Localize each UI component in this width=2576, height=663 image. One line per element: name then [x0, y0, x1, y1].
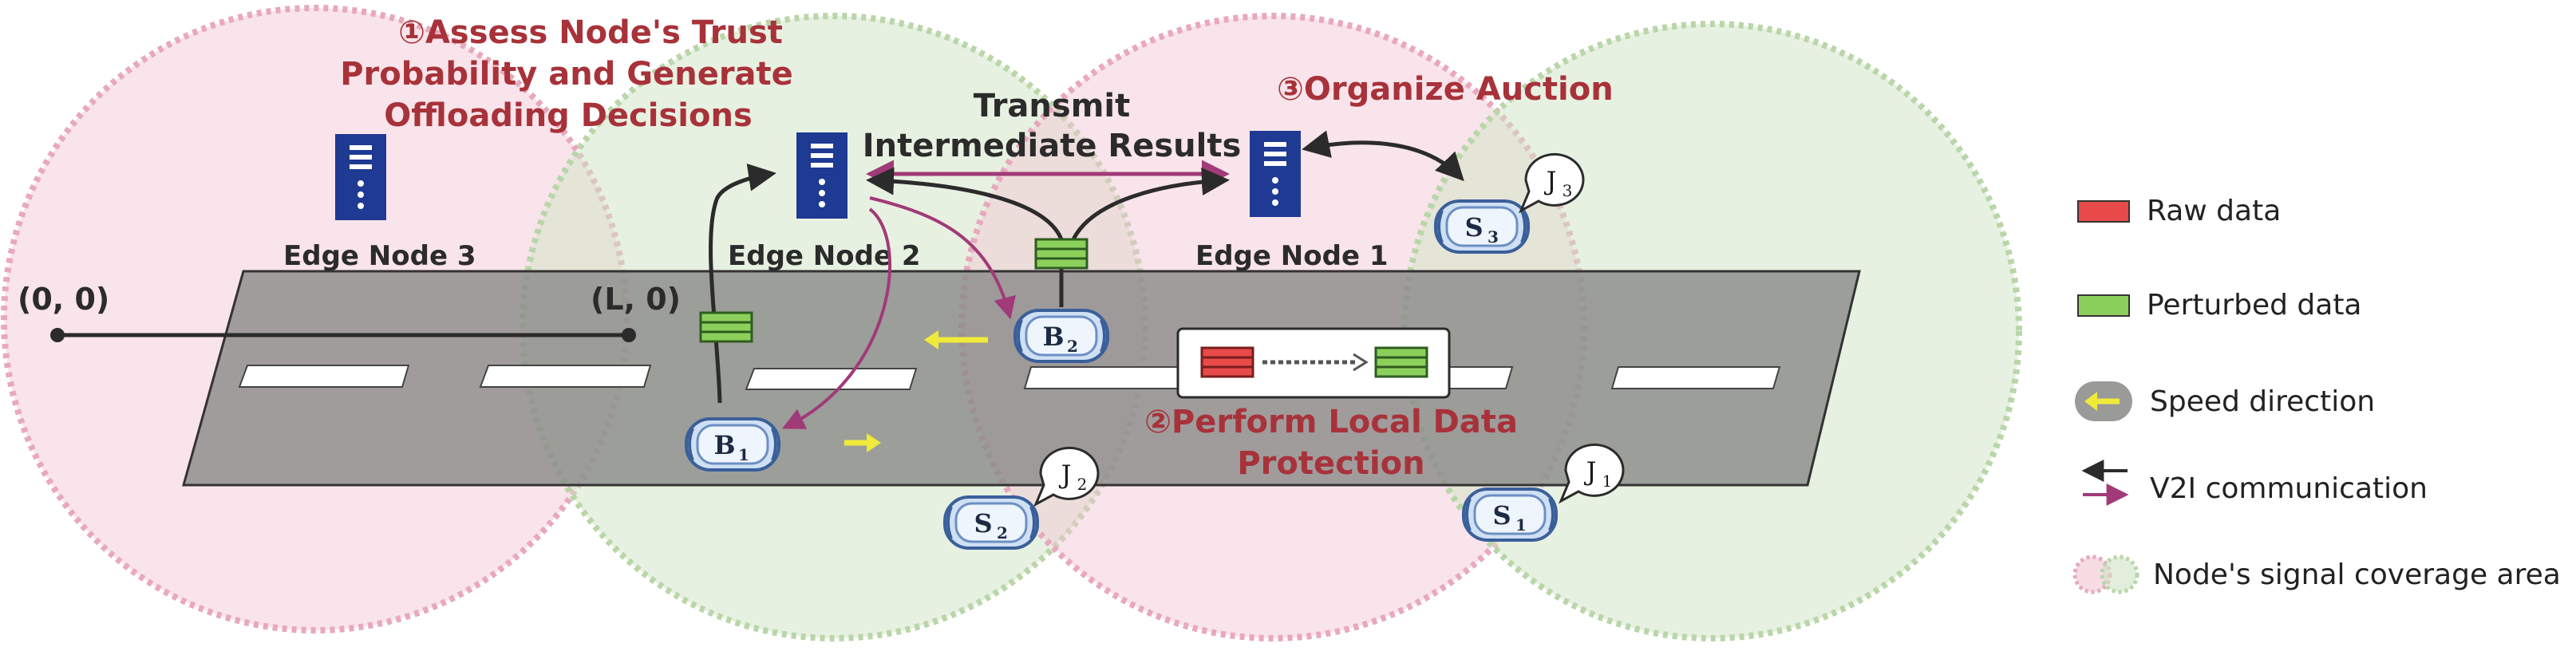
- perturbed-packet-b2: [1034, 238, 1088, 270]
- jammer-j1-label: J: [1584, 456, 1597, 487]
- perturbed-packet-local: [1374, 346, 1428, 378]
- vehicle-b2: B 2: [1013, 309, 1109, 363]
- speed-arrows: [844, 330, 988, 452]
- local-protection-box: [1176, 327, 1451, 399]
- vehicle-s1-index: 1: [1515, 515, 1527, 535]
- node2-to-b2-arrow: [869, 196, 1016, 320]
- b2-to-node2-arrow: [866, 167, 1064, 241]
- lane-marking: [1610, 366, 1781, 389]
- edge-node-3-label: Edge Node 3: [283, 240, 476, 272]
- server-icon: [796, 132, 847, 219]
- end-label: (L, 0): [591, 282, 681, 317]
- vehicle-b1-index: 1: [738, 445, 749, 464]
- legend: Raw data Perturbed data Speed direction …: [2072, 195, 2561, 594]
- lane-marking: [1023, 366, 1195, 389]
- server-icon: [335, 134, 386, 220]
- lane-marking: [238, 365, 410, 388]
- conversion-arrow-head: [1353, 353, 1369, 372]
- vehicle-s1: S 1: [1462, 487, 1558, 542]
- legend-perturbed-label: Perturbed data: [2147, 289, 2362, 322]
- vehicle-s3-label: S: [1464, 212, 1483, 243]
- edge-node-1-label: Edge Node 1: [1195, 240, 1389, 272]
- edge-node-3: Edge Node 3: [283, 134, 476, 272]
- jammer-j3-index: 3: [1563, 181, 1573, 200]
- legend-coverage-green: [2100, 554, 2139, 594]
- legend-perturbed-swatch: [2077, 294, 2130, 317]
- vehicle-s2: S 2: [943, 495, 1039, 550]
- vehicle-b1-label: B: [713, 430, 735, 460]
- coordinate-axis: (0, 0) (L, 0): [18, 282, 681, 342]
- jammer-j1-index: 1: [1602, 472, 1613, 491]
- speech-bubble-icon: [1033, 446, 1100, 507]
- communication-arrows: [709, 130, 1464, 429]
- vehicle-s2-index: 2: [997, 523, 1008, 543]
- jammer-j3: J 3: [1518, 152, 1585, 214]
- transmit-line-1: Transmit: [974, 88, 1130, 124]
- origin-label: (0, 0): [18, 282, 109, 317]
- vehicle-b2-label: B: [1042, 322, 1064, 352]
- legend-raw: Raw data: [2077, 195, 2281, 227]
- legend-raw-label: Raw data: [2147, 195, 2281, 227]
- step-1-line-2: Probability and Generate: [340, 56, 793, 93]
- jammer-j3-label: J: [1544, 166, 1557, 196]
- speech-bubble-icon: [1558, 443, 1625, 504]
- jammer-j1: J 1: [1558, 443, 1625, 504]
- step-1-text: ①Assess Node's Trust Probability and Gen…: [340, 14, 793, 134]
- step-2-line-1: ②Perform Local Data: [1144, 404, 1518, 440]
- b2-to-node1-arrow: [1071, 168, 1230, 241]
- legend-speed-arrow-head: [2084, 392, 2097, 411]
- lane-marking: [745, 368, 918, 390]
- speech-bubble-icon: [1518, 152, 1585, 214]
- legend-perturbed: Perturbed data: [2077, 289, 2362, 322]
- legend-coverage: Node's signal coverage area: [2072, 554, 2561, 594]
- legend-speed-label: Speed direction: [2150, 385, 2375, 418]
- legend-v2i: V2I communication: [2081, 460, 2428, 506]
- step-1-line-1: ①Assess Node's Trust: [398, 14, 783, 51]
- legend-speed: Speed direction: [2075, 381, 2375, 421]
- raw-packet: [1200, 346, 1254, 378]
- b1-to-node2-arrow: [709, 163, 776, 404]
- vehicle-b2-index: 2: [1067, 337, 1078, 356]
- lane-marking: [479, 365, 652, 388]
- server-icon: [1250, 131, 1301, 217]
- speed-arrow-right-head: [867, 433, 881, 452]
- road: [182, 270, 1861, 487]
- vehicle-s1-label: S: [1492, 500, 1511, 531]
- jammer-j2-label: J: [1059, 460, 1072, 490]
- step-2-text: ②Perform Local Data Protection: [1144, 404, 1518, 482]
- speed-arrow-left-head: [924, 330, 938, 349]
- edge-node-1: Edge Node 1: [1195, 131, 1389, 272]
- jammer-j2-index: 2: [1077, 475, 1088, 494]
- jammer-j2: J 2: [1033, 446, 1100, 507]
- transmit-line-2: Intermediate Results: [863, 128, 1242, 164]
- legend-v2i-label: V2I communication: [2150, 472, 2428, 505]
- edge-node-2-label: Edge Node 2: [728, 240, 921, 272]
- perturbed-packet-b1: [699, 311, 753, 343]
- vehicle-s3: S 3: [1434, 199, 1530, 254]
- step-2-line-2: Protection: [1237, 445, 1424, 482]
- legend-coverage-label: Node's signal coverage area: [2153, 558, 2561, 591]
- transmit-label: Transmit Intermediate Results: [863, 88, 1242, 164]
- vehicle-b1: B 1: [685, 417, 780, 472]
- node2-to-b1-arrow: [781, 207, 891, 429]
- step-3-text: ③Organize Auction: [1277, 71, 1614, 108]
- node1-s3-arrow: [1302, 130, 1464, 182]
- vehicle-s3-index: 3: [1488, 227, 1499, 247]
- vehicle-s2-label: S: [974, 508, 992, 539]
- step-1-line-3: Offloading Decisions: [384, 97, 753, 134]
- legend-raw-swatch: [2077, 200, 2130, 223]
